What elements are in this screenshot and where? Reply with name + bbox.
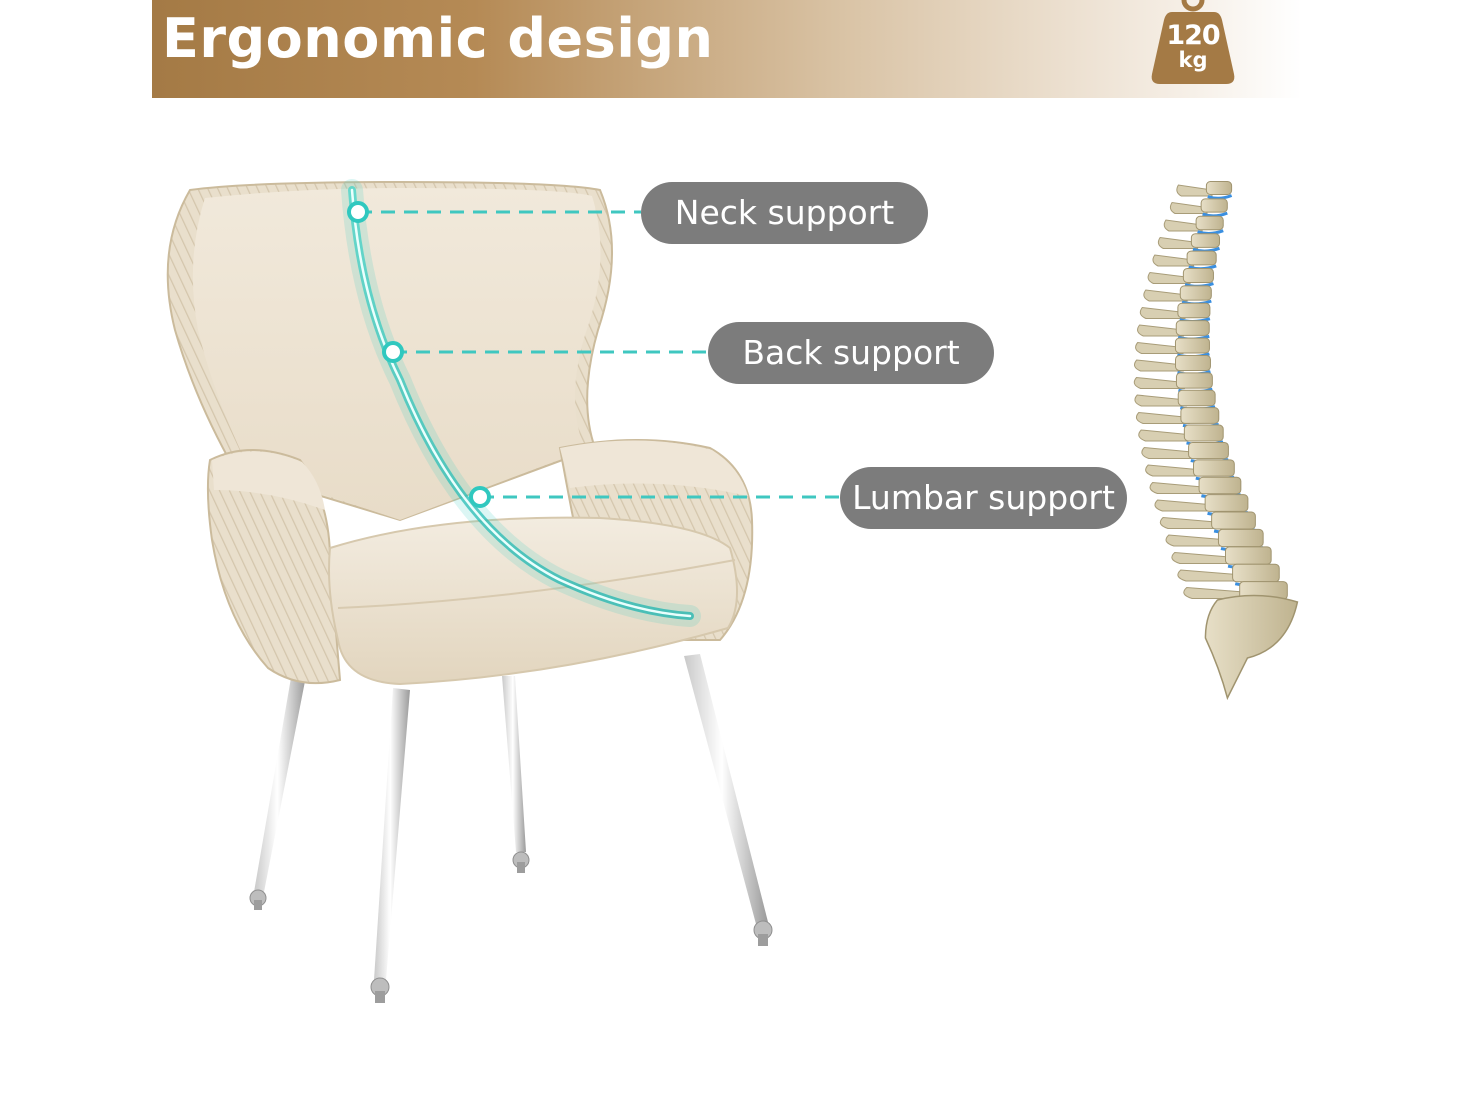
vertebra [1183,424,1224,442]
vertebra-process [1171,551,1237,564]
title-banner: Ergonomic design [152,0,1302,98]
vertebra-process [1176,184,1213,197]
vertebra-process [1159,516,1222,529]
vertebra-process [1165,534,1229,547]
vertebra-process [1177,569,1244,582]
vertebra-process [1138,429,1194,442]
vertebra-process [1135,411,1190,424]
vertebra-process [1135,341,1184,354]
weight-capacity-badge: 120 kg [1150,0,1236,86]
neck-anchor-dot [347,201,369,223]
vertebra-process [1145,464,1204,477]
chair-legs [249,654,773,1003]
vertebra [1193,459,1235,477]
callout-anchor-dots [347,201,491,508]
vertebra [1200,198,1228,213]
neck-support-label: Neck support [641,182,928,244]
chair-seat [328,516,738,686]
vertebra [1177,389,1216,407]
back-anchor-dot [382,341,404,363]
vertebra [1204,494,1249,512]
vertebra-process [1163,219,1203,232]
armchair-illustration [166,180,773,1003]
vertebra-process [1154,499,1216,512]
weight-value: 120 [1166,20,1220,51]
vertebra [1174,337,1210,354]
spine-illustration [1133,181,1299,701]
ergonomic-curve [341,179,701,627]
vertebra-process [1139,306,1186,319]
vertebra-process [1149,481,1209,494]
weight-icon [1151,0,1235,84]
vertebra [1182,267,1214,284]
vertebra [1232,563,1280,583]
lumbar-support-label: Lumbar support [840,467,1127,529]
callout-connectors [358,210,840,499]
back-support-label: Back support [708,322,994,384]
vertebra [1177,302,1211,319]
vertebra [1175,320,1210,336]
vertebra [1190,233,1221,248]
chair-left-arm [206,449,342,685]
vertebra-process [1134,394,1187,407]
vertebra-process [1134,359,1184,372]
vertebra [1224,546,1272,565]
intervertebral-disc [1207,194,1233,200]
vertebra [1205,181,1233,195]
vertebra [1217,528,1264,548]
lumbar-anchor-dot [469,486,491,508]
vertebra [1175,354,1211,372]
weight-unit: kg [1178,48,1208,72]
vertebra [1211,511,1256,530]
vertebra-process [1141,446,1198,459]
vertebra [1175,372,1213,389]
vertebra-process [1183,586,1251,599]
vertebra-process [1147,271,1191,284]
sacrum [1204,594,1299,701]
vertebra-process [1143,289,1188,302]
vertebra-process [1169,201,1208,214]
vertebra [1195,215,1224,231]
vertebra-process [1137,324,1185,337]
vertebra-process [1157,236,1199,249]
vertebra [1186,250,1217,266]
vertebra [1198,476,1242,495]
page-title: Ergonomic design [162,7,714,70]
vertebra-process [1152,254,1195,267]
vertebra [1180,407,1220,424]
vertebra [1179,285,1212,301]
vertebra-process [1133,376,1185,389]
vertebra [1188,441,1229,460]
